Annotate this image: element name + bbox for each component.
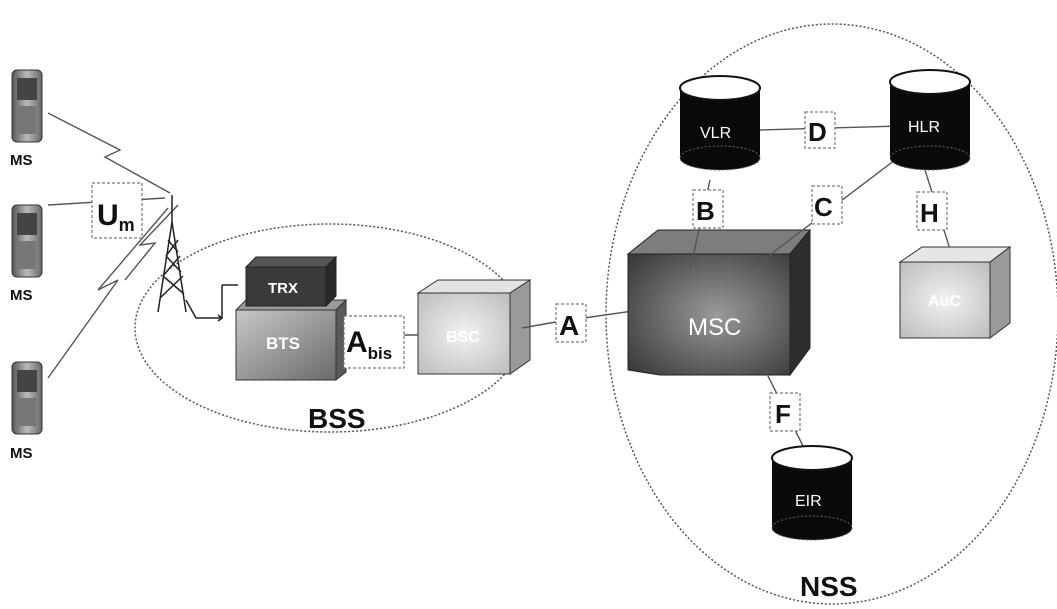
auc-box — [898, 246, 1012, 339]
vlr-database-icon — [679, 75, 761, 171]
msc-box — [626, 228, 812, 377]
msc-label: MSC — [688, 314, 741, 341]
abis-interface-label: Abis — [346, 326, 392, 363]
h-interface-label: H — [920, 198, 939, 228]
ms-label-2: MS — [10, 287, 33, 304]
a-interface-box — [555, 303, 587, 343]
bsc-box — [416, 279, 532, 375]
d-interface-label: D — [808, 117, 827, 147]
hlr-label: HLR — [908, 119, 940, 136]
c-interface-label: C — [814, 192, 833, 222]
nss-area-label: NSS — [800, 571, 858, 602]
f-interface-box — [769, 392, 801, 432]
link-bsc-a — [521, 321, 557, 329]
bts-label: BTS — [266, 334, 300, 353]
ms-phone-1 — [11, 69, 43, 143]
bsc-label: BSC — [446, 329, 480, 346]
eir-database-icon — [771, 445, 853, 541]
hlr-database-icon — [889, 69, 971, 171]
ms-label-3: MS — [10, 445, 33, 462]
radio-links — [47, 112, 179, 379]
abis-interface-box — [343, 315, 405, 369]
trx-box — [244, 255, 338, 308]
h-interface-box — [916, 191, 948, 231]
f-interface-label: F — [775, 399, 791, 429]
b-interface-label: B — [696, 196, 715, 226]
b-interface-box — [692, 189, 724, 229]
bts-box — [234, 298, 348, 382]
vlr-label: VLR — [700, 125, 731, 142]
a-interface-label: A — [559, 310, 579, 341]
ms-label-1: MS — [10, 152, 33, 169]
eir-label: EIR — [795, 493, 822, 510]
auc-label: AuC — [928, 293, 961, 310]
um-interface-label: Um — [97, 199, 135, 235]
bss-area-label: BSS — [308, 403, 366, 434]
antenna-tower-icon — [157, 195, 238, 322]
um-interface-box — [91, 182, 143, 239]
trx-label: TRX — [268, 280, 298, 297]
c-interface-box — [811, 185, 843, 225]
d-interface-box — [804, 111, 836, 149]
nss-boundary — [605, 23, 1057, 605]
ms-phone-2 — [11, 204, 43, 278]
ms-phone-3 — [11, 361, 43, 435]
